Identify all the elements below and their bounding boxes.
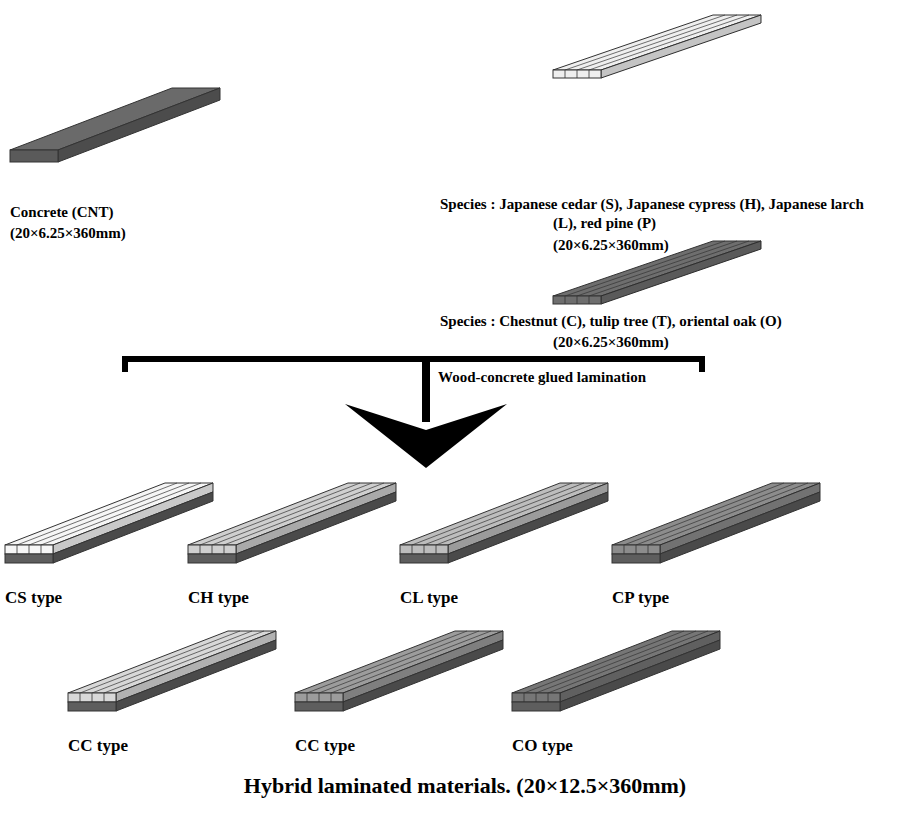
cs-hybrid-bar bbox=[5, 483, 213, 563]
material-name: Concrete (CNT) bbox=[10, 203, 113, 222]
species-list: Species : Japanese cedar (S), Japanese c… bbox=[440, 195, 883, 233]
process-label: Wood-concrete glued lamination bbox=[438, 368, 646, 387]
dimension-label: (20×6.25×360mm) bbox=[10, 224, 126, 243]
ct-hybrid-bar bbox=[295, 631, 503, 711]
cp-hybrid-bar bbox=[612, 483, 820, 563]
dimension-label: (20×6.25×360mm) bbox=[553, 236, 669, 255]
ch-hybrid-bar bbox=[188, 483, 396, 563]
type-label: CC type bbox=[295, 736, 355, 755]
species-list: Species : Chestnut (C), tulip tree (T), … bbox=[440, 312, 782, 331]
concrete-bar bbox=[10, 88, 220, 162]
type-label: CH type bbox=[188, 588, 249, 607]
type-label: CS type bbox=[5, 588, 62, 607]
type-label: CC type bbox=[68, 736, 128, 755]
figure-caption: Hybrid laminated materials. (20×12.5×360… bbox=[244, 776, 686, 795]
dimension-label: (20×6.25×360mm) bbox=[553, 333, 669, 352]
type-label: CO type bbox=[512, 736, 573, 755]
co-hybrid-bar bbox=[512, 631, 720, 711]
type-label: CP type bbox=[612, 588, 669, 607]
cl-hybrid-bar bbox=[400, 483, 608, 563]
cc-hybrid-bar bbox=[68, 631, 276, 711]
merge-bracket bbox=[122, 356, 705, 468]
type-label: CL type bbox=[400, 588, 458, 607]
softwood-bar bbox=[553, 15, 761, 78]
